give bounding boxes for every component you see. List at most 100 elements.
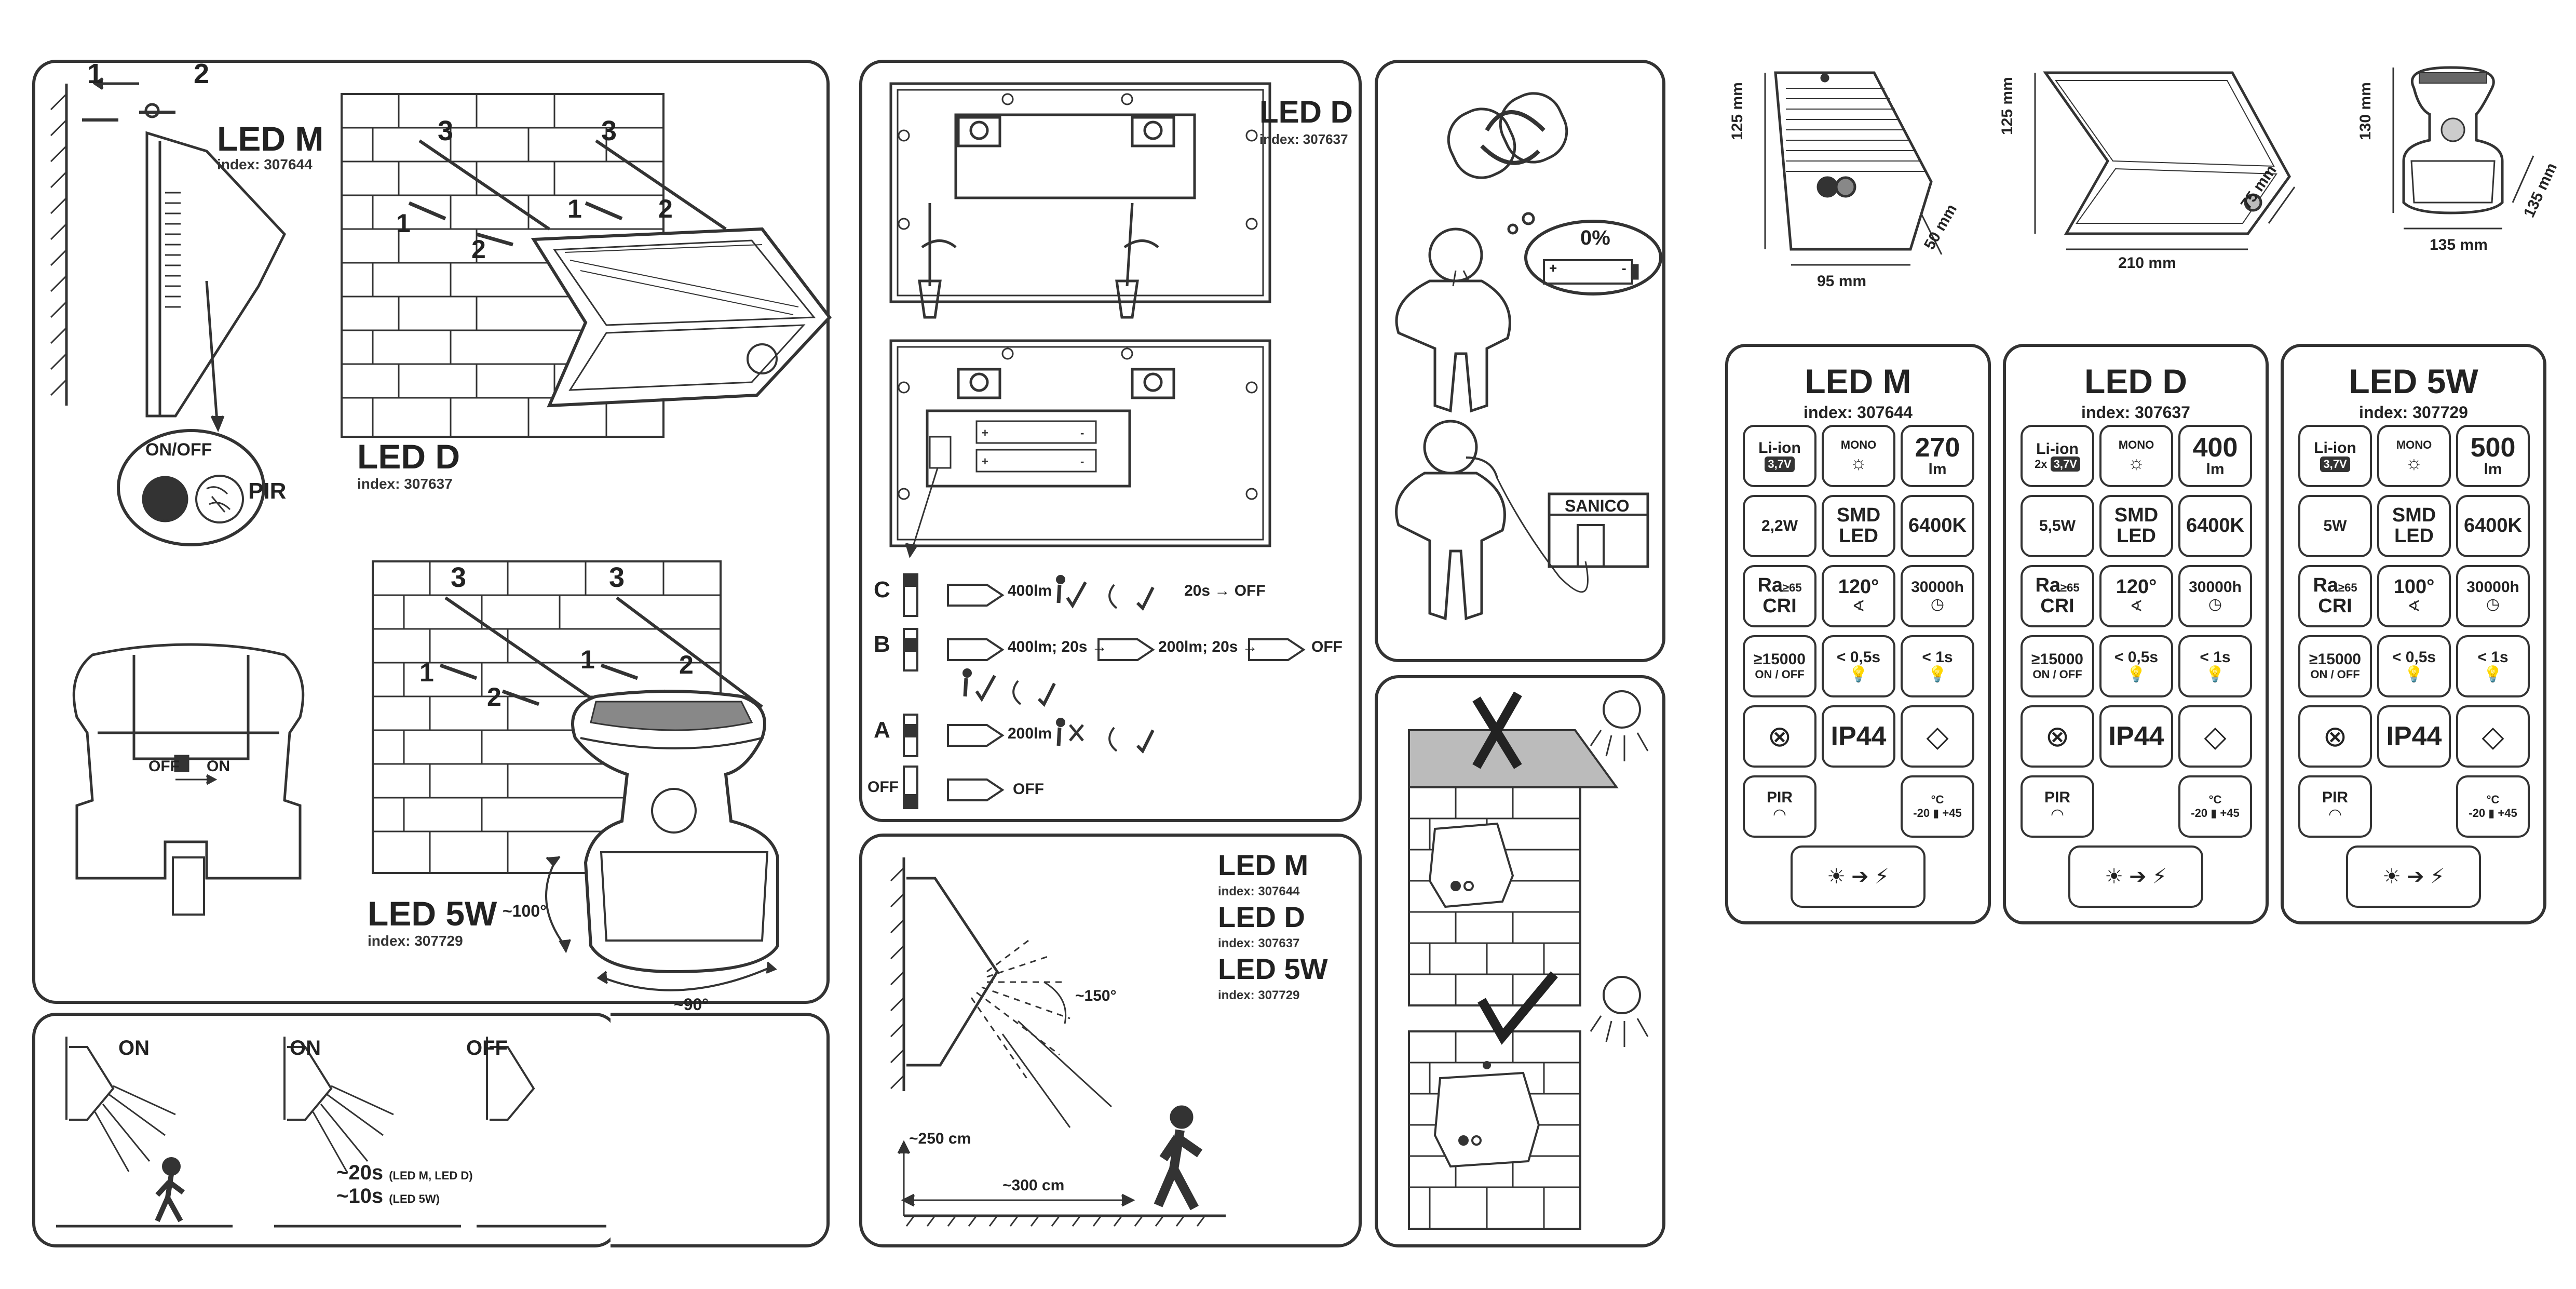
class-iii-icon: ◇ xyxy=(2204,720,2227,753)
led-5w-title: LED 5W xyxy=(368,894,497,933)
step-3c-label: 3 xyxy=(451,562,467,593)
spec-index: index: 307729 xyxy=(2359,403,2468,422)
battery-illustration xyxy=(1395,92,1662,621)
battery-panel: 0% + - SANICO xyxy=(1375,60,1665,662)
dim-d-width: 210 mm xyxy=(2118,254,2176,272)
modes-led-d-index: index: 307637 xyxy=(1259,131,1348,147)
placement-panel xyxy=(1375,675,1665,1247)
solar-cell: ☀ ➔ ⚡ xyxy=(2346,845,2481,908)
beam-cell: 120°∢ xyxy=(1822,565,1895,627)
tilt-angle-label: ~100° xyxy=(503,902,547,920)
dim-5w-width: 135 mm xyxy=(2430,236,2488,253)
sensor-icon: ◠ xyxy=(2050,806,2065,824)
temp-cell: °C-20 ▮ +45 xyxy=(2456,775,2530,838)
timer-illustration xyxy=(56,1037,606,1228)
range-angle: ~150° xyxy=(1075,987,1117,1004)
timer-on-1: ON xyxy=(118,1037,150,1059)
mode-b-lumen-1: 400lm; 20s → xyxy=(1008,638,1107,655)
cct-cell: 6400K xyxy=(2456,495,2530,557)
step-3d-label: 3 xyxy=(609,562,625,593)
step-1-label: 1 xyxy=(87,58,103,89)
range-led-5w-index: index: 307729 xyxy=(1218,988,1300,1002)
dimensions-illustration xyxy=(1764,66,2534,266)
mounting-panel: 1 2 LED M index: 307644 ON/OFF PIR 3 3 1… xyxy=(32,58,832,1014)
led-5w-index: index: 307729 xyxy=(368,933,463,949)
step-1d-label: 1 xyxy=(580,645,595,674)
life-cell: 30000h◷ xyxy=(1901,565,1974,627)
modes-panel: +-+- LED D index: 3 xyxy=(859,60,1362,822)
spec-index: index: 307637 xyxy=(2081,403,2190,422)
step-2-label: 2 xyxy=(194,58,210,89)
step-2a-label: 2 xyxy=(471,235,486,264)
mode-c-lumen: 400lm xyxy=(1008,582,1052,599)
bulb-icon: 💡 xyxy=(2483,666,2503,683)
step-3a-label: 3 xyxy=(438,115,454,146)
shop-brand: SANICO xyxy=(1565,496,1630,515)
pir-cell: PIR◠ xyxy=(2021,775,2094,838)
bulb-icon: 💡 xyxy=(2126,666,2146,683)
svg-text:-: - xyxy=(1080,426,1084,439)
bulb-icon: 💡 xyxy=(2404,666,2424,683)
pir-cell: PIR◠ xyxy=(2298,775,2372,838)
on-off-label: ON/OFF xyxy=(145,440,212,460)
mode-c-time: 20s → OFF xyxy=(1184,582,1266,599)
mode-a-lumen: 200lm xyxy=(1008,725,1052,742)
class-iii-icon: ◇ xyxy=(1926,720,1949,753)
warmup-cell: < 1s💡 xyxy=(1901,635,1974,697)
svg-text:+: + xyxy=(982,426,988,439)
solar-charge-icon: ☀ ➔ ⚡ xyxy=(2105,865,2167,888)
start-cell: < 0,5s💡 xyxy=(1822,635,1895,697)
beam-cell: 120°∢ xyxy=(2099,565,2173,627)
step-1c-label: 1 xyxy=(419,658,434,687)
mono-cell: MONO☼ xyxy=(2377,425,2451,487)
sensor-icon: ◠ xyxy=(2328,806,2342,824)
range-led-5w-title: LED 5W xyxy=(1218,952,1328,985)
mode-off-label: OFF xyxy=(867,778,899,796)
step-2d-label: 2 xyxy=(679,650,694,679)
rotate-angle-label: ~90° xyxy=(674,995,709,1014)
range-led-m-index: index: 307644 xyxy=(1218,884,1300,898)
spec-title: LED D xyxy=(2084,362,2187,400)
range-led-d-index: index: 307637 xyxy=(1218,936,1300,950)
cct-cell: 6400K xyxy=(2178,495,2252,557)
dim-5w-height: 130 mm xyxy=(2357,82,2374,140)
placement-illustration xyxy=(1408,690,1649,1230)
timer-panel: ON ON OFF ~20s (LED M, LED D) ~10s (LED … xyxy=(32,1013,619,1247)
no-dimmer-icon: ⊗ xyxy=(2323,720,2348,753)
clock-icon: ◷ xyxy=(2486,596,2500,613)
no-dim-cell: ⊗ xyxy=(2021,705,2094,768)
timer-on-2: ON xyxy=(290,1037,321,1059)
modes-led-d-title: LED D xyxy=(1259,95,1353,129)
svg-text:-: - xyxy=(1080,455,1084,468)
temp-cell: °C-20 ▮ +45 xyxy=(2178,775,2252,838)
solar-charge-icon: ☀ ➔ ⚡ xyxy=(2382,865,2445,888)
led-d-index: index: 307637 xyxy=(357,476,453,492)
step-2c-label: 2 xyxy=(487,682,501,711)
beam-cell: 100°∢ xyxy=(2377,565,2451,627)
class-iii-icon: ◇ xyxy=(2482,720,2504,753)
solar-cell: ☀ ➔ ⚡ xyxy=(1791,845,1926,908)
class3-cell: ◇ xyxy=(2456,705,2530,768)
spec-title: LED 5W xyxy=(2349,362,2478,400)
blank-panel xyxy=(611,1013,830,1247)
mode-c-label: C xyxy=(874,577,890,602)
warmup-cell: < 1s💡 xyxy=(2178,635,2252,697)
step-1b-label: 1 xyxy=(567,194,582,223)
step-3b-label: 3 xyxy=(601,115,617,146)
timer-off: OFF xyxy=(466,1037,508,1059)
no-dim-cell: ⊗ xyxy=(1743,705,1816,768)
battery-percent: 0% xyxy=(1580,226,1610,249)
bulb-icon: 💡 xyxy=(2205,666,2225,683)
